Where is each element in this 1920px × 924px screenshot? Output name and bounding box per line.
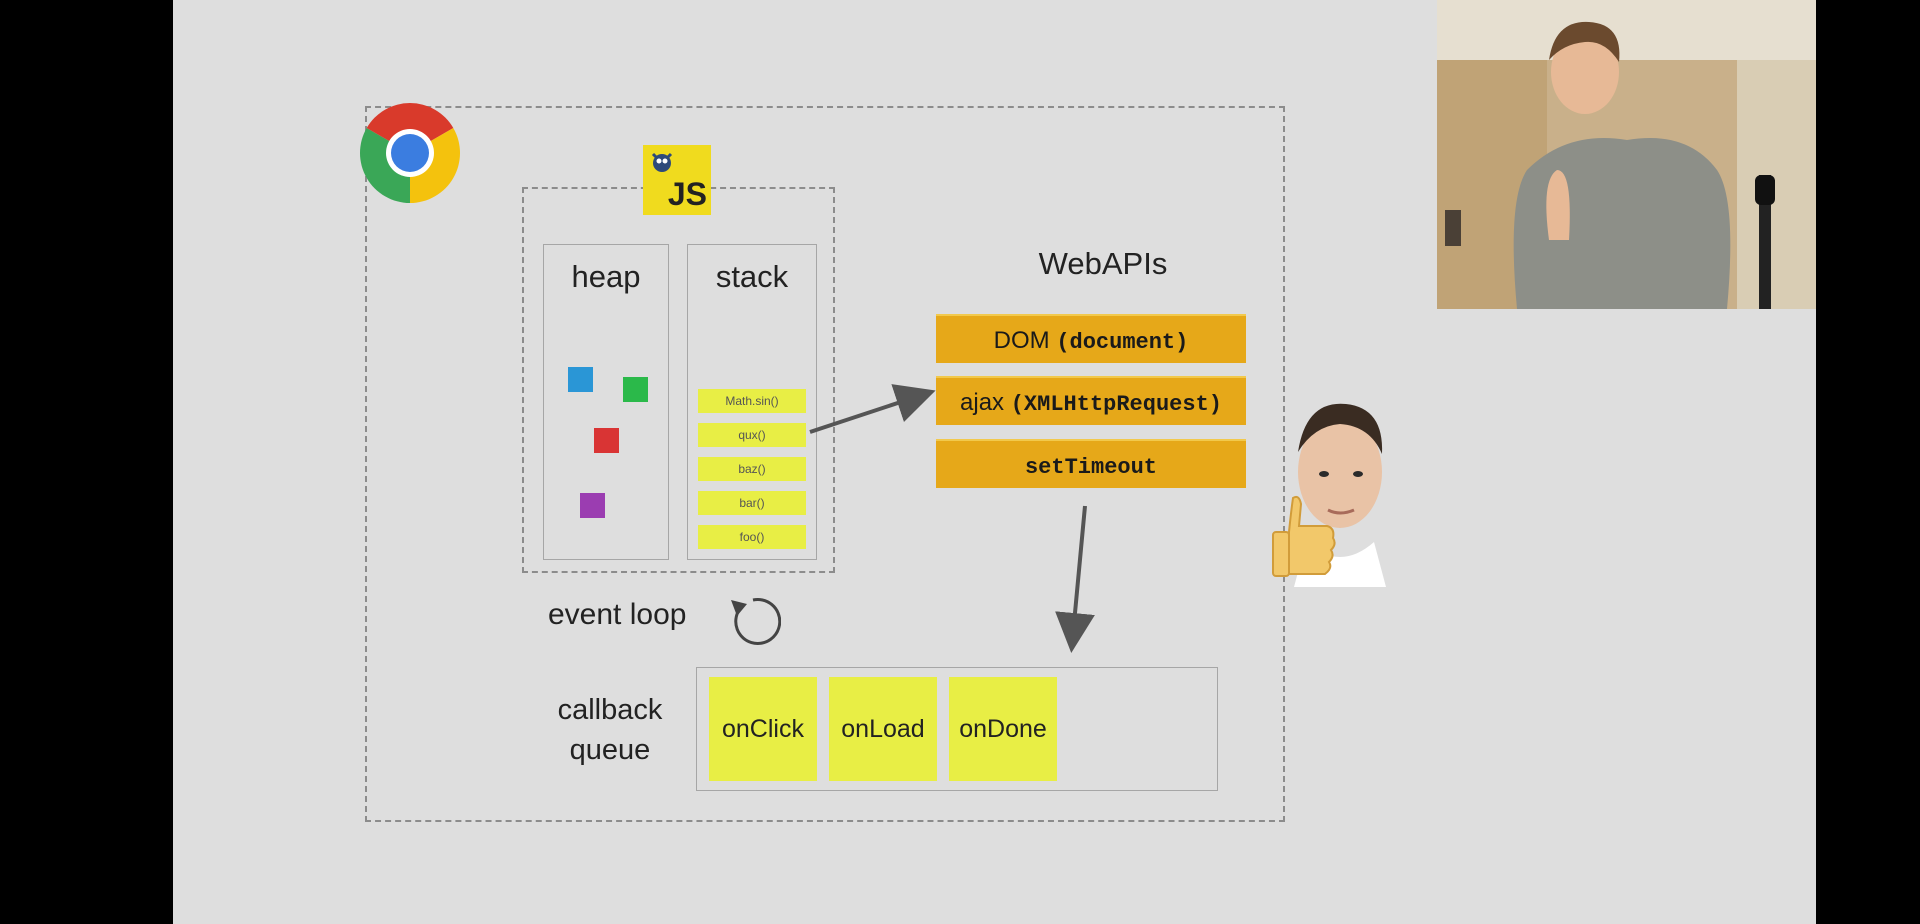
stack-frame: bar() (698, 491, 806, 515)
webapis-to-queue-arrow (1055, 505, 1095, 653)
thumbs-up-icon (1272, 495, 1336, 577)
heap-column: heap (543, 244, 669, 560)
heap-object-blue (568, 367, 593, 392)
browser-runtime-frame (365, 106, 1285, 822)
webapi-dom: DOM (document) (936, 314, 1246, 363)
stack-frame: Math.sin() (698, 389, 806, 413)
queue-message: onLoad (829, 677, 937, 781)
webapi-code: (XMLHttpRequest) (1010, 392, 1222, 417)
heap-object-red (594, 428, 619, 453)
stack-to-webapis-arrow (809, 384, 936, 434)
webapis-title: WebAPIs (1038, 246, 1168, 281)
queue-message: onClick (709, 677, 817, 781)
stack-frame: qux() (698, 423, 806, 447)
stack-frame: foo() (698, 525, 806, 549)
speaker-face-cutout-image (1294, 403, 1386, 587)
chrome-logo-icon (360, 103, 460, 203)
heap-object-green (623, 377, 648, 402)
webapi-code: setTimeout (1024, 455, 1158, 480)
stack-column: stack Math.sin() qux() baz() bar() foo() (687, 244, 817, 560)
js-logo-text: JS (667, 176, 707, 212)
heap-title: heap (571, 259, 641, 294)
callback-queue-box (696, 667, 1218, 791)
stack-frame: baz() (698, 457, 806, 481)
arrows-layer (809, 384, 1095, 653)
webapi-settimeout: setTimeout (936, 439, 1246, 488)
callback-queue-label: callback queue (535, 690, 685, 770)
callback-queue-label-line2: queue (569, 734, 651, 766)
stack-title: stack (715, 259, 789, 294)
heap-object-purple (580, 493, 605, 518)
mascot-icon (651, 152, 673, 172)
javascript-logo-icon: JS (643, 145, 711, 215)
presentation-slide: JS heap stack Math.sin() qux() baz() bar… (173, 0, 1816, 924)
event-loop-label: event loop (548, 598, 687, 631)
webapi-prefix: ajax (960, 389, 1011, 416)
webapi-prefix: DOM (993, 327, 1057, 354)
webapi-code: (document) (1056, 330, 1189, 355)
callback-queue-label-line1: callback (557, 694, 663, 726)
event-loop-cycle-icon (731, 597, 781, 645)
queue-message: onDone (949, 677, 1057, 781)
speaker-video-inset (1437, 0, 1816, 309)
webapi-ajax: ajax (XMLHttpRequest) (936, 376, 1246, 425)
